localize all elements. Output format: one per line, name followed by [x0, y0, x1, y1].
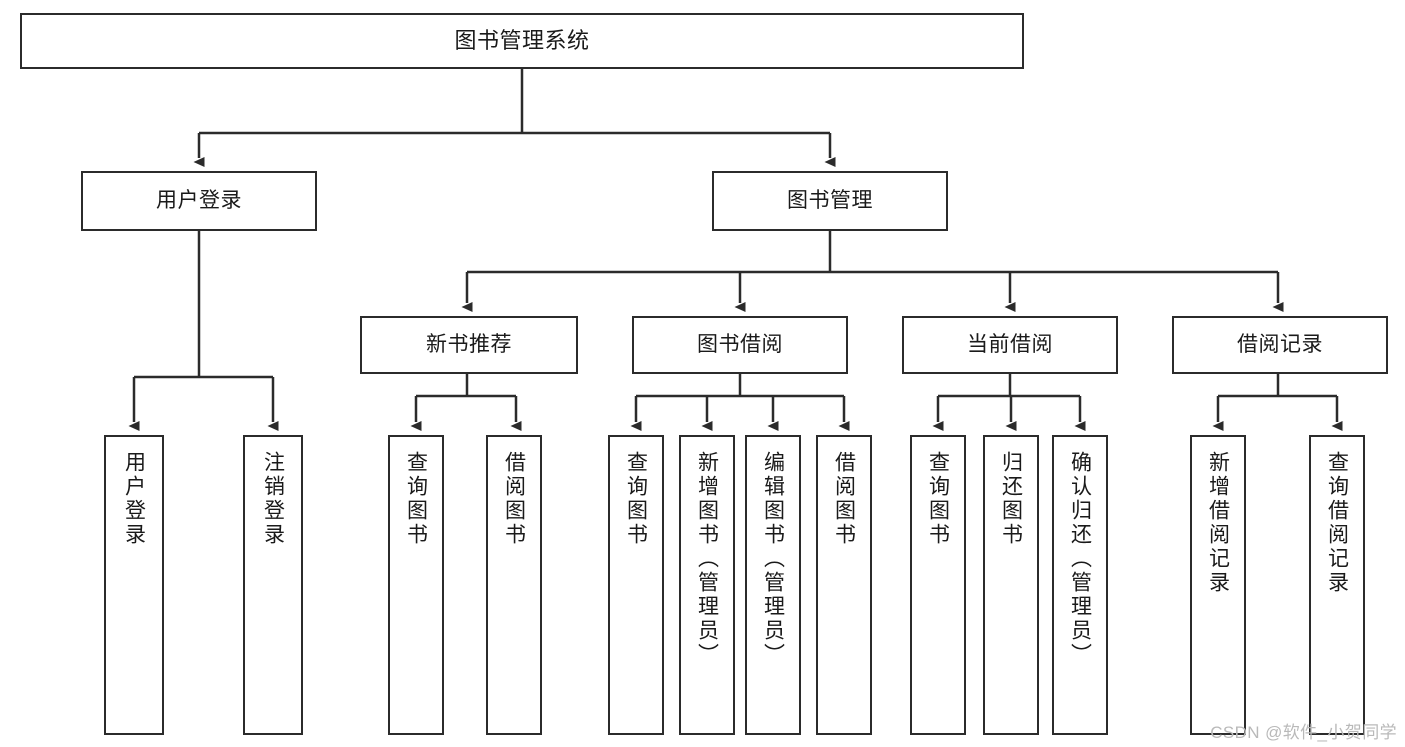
node-label: 借阅记录 — [1237, 332, 1323, 356]
edge-newbook-to-leaves — [410, 374, 522, 431]
node-label: 用户登录 — [122, 451, 146, 547]
node-label: 借阅图书 — [502, 451, 526, 547]
edge-currentborrow-to-leaves — [932, 374, 1086, 431]
csdn-watermark: CSDN @软件_小贺同学 — [1210, 723, 1397, 742]
node-label: 用户登录 — [156, 188, 242, 212]
node-label: 借阅图书 — [832, 451, 856, 547]
edge-root-to-level2 — [193, 69, 836, 167]
node-label: 确认归还（管理员） — [1068, 451, 1092, 667]
node-label: 查询图书 — [404, 451, 428, 547]
node-leaf-query-record[interactable]: 查询借阅记录 — [1309, 435, 1365, 735]
node-book-manage[interactable]: 图书管理 — [712, 171, 948, 231]
node-label: 新书推荐 — [426, 332, 512, 356]
node-label: 归还图书 — [999, 451, 1023, 547]
node-label: 编辑图书（管理员） — [761, 451, 785, 667]
node-leaf-query-book-2[interactable]: 查询图书 — [608, 435, 664, 735]
node-borrow-record[interactable]: 借阅记录 — [1172, 316, 1388, 374]
edge-userlogin-to-leaves — [128, 231, 279, 431]
node-label: 图书管理 — [787, 188, 873, 212]
node-leaf-query-book-3[interactable]: 查询图书 — [910, 435, 966, 735]
node-leaf-return-book[interactable]: 归还图书 — [983, 435, 1039, 735]
node-label: 新增图书（管理员） — [695, 451, 719, 667]
node-current-borrow[interactable]: 当前借阅 — [902, 316, 1118, 374]
node-leaf-edit-book[interactable]: 编辑图书（管理员） — [745, 435, 801, 735]
node-label: 查询图书 — [926, 451, 950, 547]
node-label: 查询图书 — [624, 451, 648, 547]
edge-bookborrow-to-leaves — [630, 374, 850, 431]
node-leaf-user-logout[interactable]: 注销登录 — [243, 435, 303, 735]
node-label: 注销登录 — [261, 451, 285, 547]
node-label: 查询借阅记录 — [1325, 451, 1349, 595]
node-label: 当前借阅 — [967, 332, 1053, 356]
edge-borrowrecord-to-leaves — [1212, 374, 1343, 431]
node-root-system[interactable]: 图书管理系统 — [20, 13, 1024, 69]
node-leaf-borrow-book-1[interactable]: 借阅图书 — [486, 435, 542, 735]
node-label: 图书管理系统 — [454, 28, 590, 54]
node-leaf-user-login[interactable]: 用户登录 — [104, 435, 164, 735]
node-new-book-recommend[interactable]: 新书推荐 — [360, 316, 578, 374]
node-label: 新增借阅记录 — [1206, 451, 1230, 595]
node-leaf-confirm-return[interactable]: 确认归还（管理员） — [1052, 435, 1108, 735]
node-book-borrow[interactable]: 图书借阅 — [632, 316, 848, 374]
node-leaf-query-book-1[interactable]: 查询图书 — [388, 435, 444, 735]
node-user-login[interactable]: 用户登录 — [81, 171, 317, 231]
node-label: 图书借阅 — [697, 332, 783, 356]
edge-bookmanage-to-level3 — [461, 231, 1284, 312]
node-leaf-add-record[interactable]: 新增借阅记录 — [1190, 435, 1246, 735]
node-leaf-borrow-book-2[interactable]: 借阅图书 — [816, 435, 872, 735]
node-leaf-add-book[interactable]: 新增图书（管理员） — [679, 435, 735, 735]
